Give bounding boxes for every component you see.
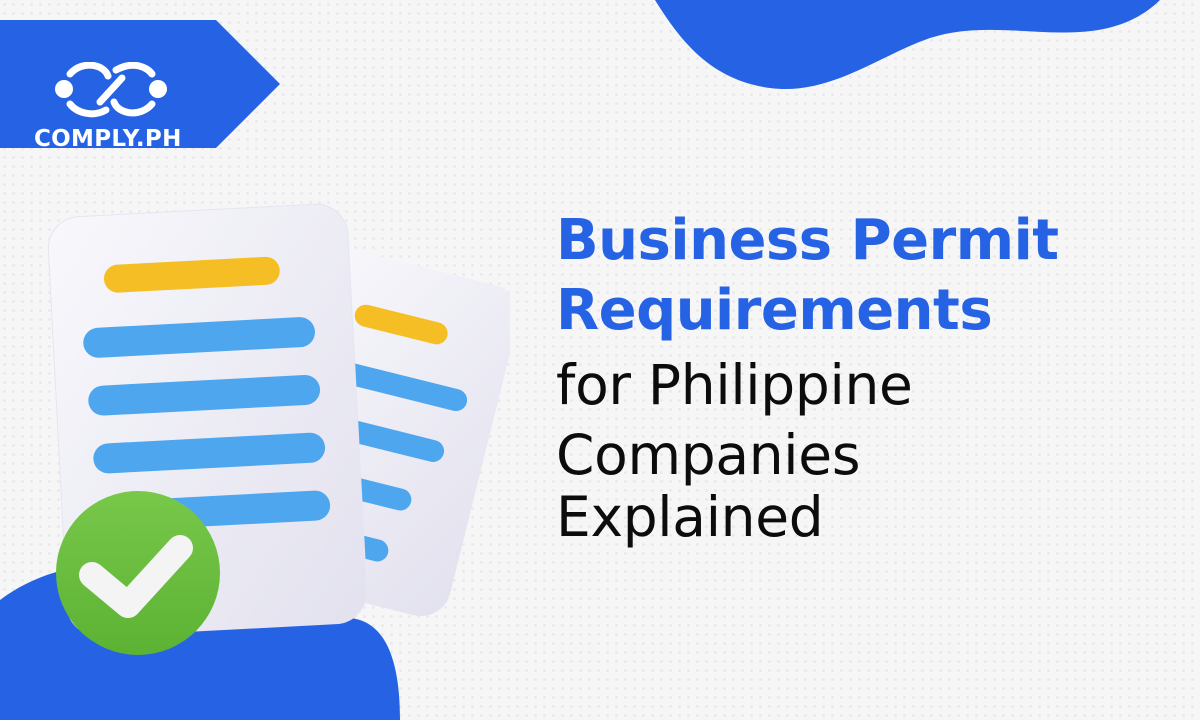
headline-line-2: Requirements (556, 278, 993, 343)
checkmark-badge-icon (56, 491, 220, 655)
brand-name: COMPLY.PH (34, 126, 182, 152)
headline-line-1: Business Permit (556, 208, 1059, 273)
headline: Business Permit Requirements for Philipp… (556, 206, 1196, 548)
headline-line-5: Explained (556, 485, 824, 549)
headline-line-4: Companies (556, 423, 861, 487)
headline-line-3: for Philippine (556, 353, 913, 417)
decorative-blob-top (655, 0, 1160, 90)
document-stack-illustration (47, 203, 510, 655)
comply-logo-icon (55, 62, 167, 118)
logo-banner[interactable]: COMPLY.PH (0, 20, 280, 148)
